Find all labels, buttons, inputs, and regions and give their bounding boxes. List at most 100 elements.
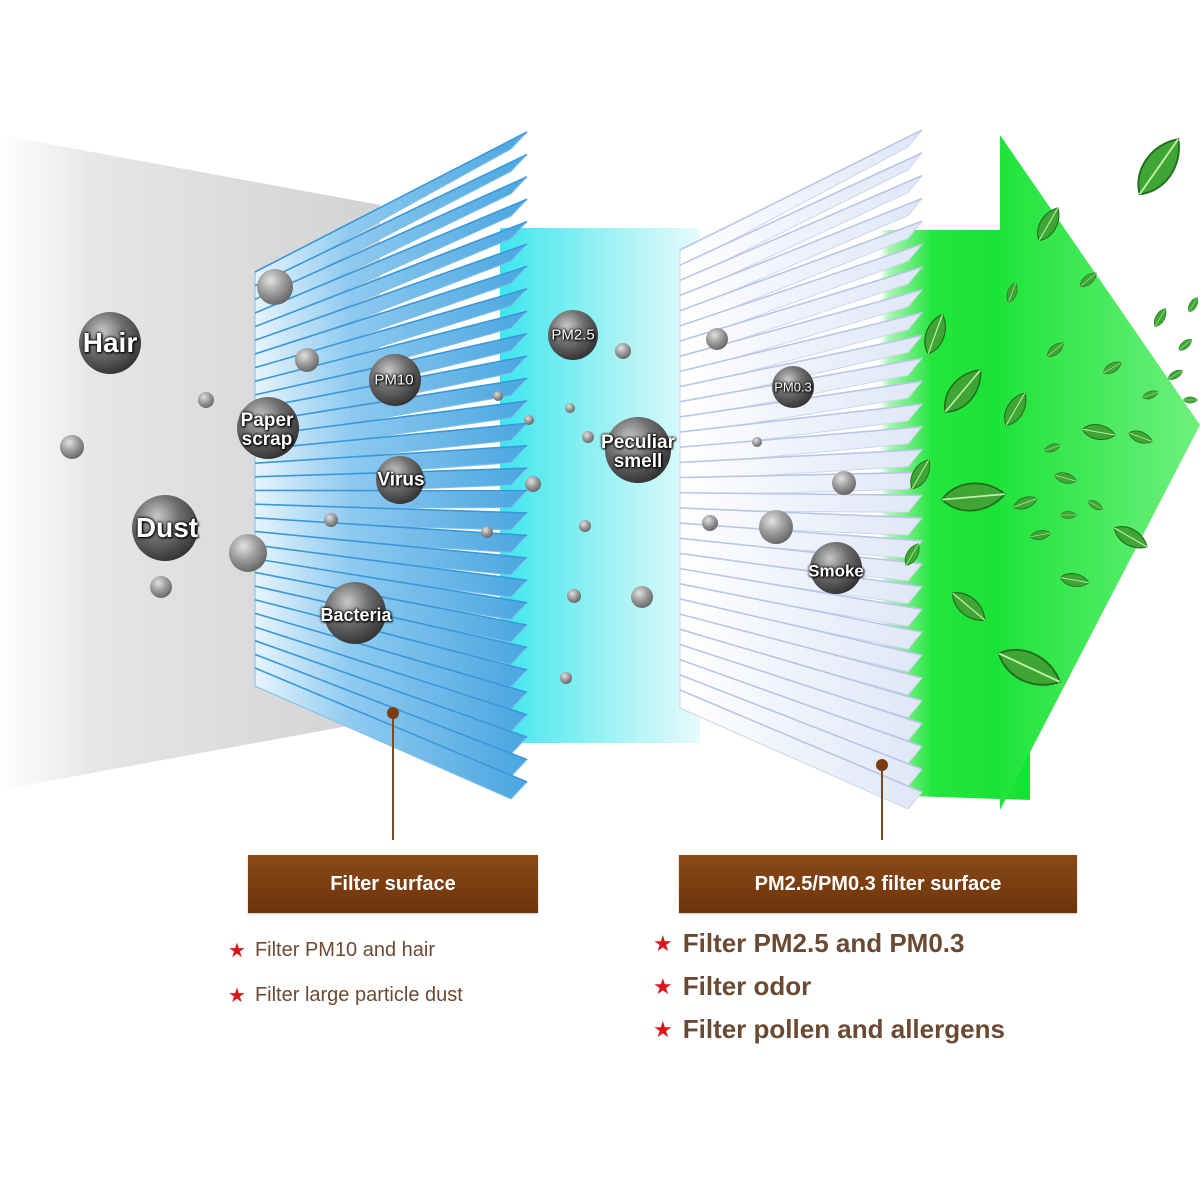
clean-air-arrow (1000, 135, 1200, 810)
leaf-icon (1059, 573, 1090, 587)
leaf-icon (1044, 443, 1061, 453)
leaf-icon (952, 592, 986, 621)
filter-pleat-edge (254, 503, 528, 514)
leaf-icon (924, 313, 946, 355)
filter-pleat-edge (679, 311, 923, 373)
leaf-icon (1037, 207, 1060, 242)
leaf-icon (1188, 297, 1199, 313)
small-particle (560, 672, 572, 684)
particle-paper-scrap (237, 397, 299, 459)
filter-pleat-edge (254, 639, 528, 738)
small-particle (759, 510, 793, 544)
leaf-icon (1047, 342, 1064, 357)
small-particle (324, 513, 338, 527)
filter-pleat-edge (679, 507, 923, 519)
star-icon: ★ (228, 940, 246, 962)
particle-pm0-3 (772, 366, 814, 408)
feature-text: Filter odor (682, 971, 812, 1001)
filter-pleat-edge (679, 471, 923, 479)
filter-pleat-edge (254, 153, 528, 287)
filter-pleat-edge (254, 544, 528, 582)
feature-item: ★ Filter odor (653, 965, 1005, 1008)
leaf-icon (1178, 339, 1193, 351)
leaf-icon (1081, 424, 1117, 440)
filter-pleat-edge (679, 598, 923, 656)
leaf-icon (1059, 511, 1078, 519)
leaf-icon (1154, 308, 1167, 327)
feature-item: ★ Filter large particle dust (228, 973, 463, 1018)
small-particles (60, 269, 856, 684)
filter-pleat-edge (679, 448, 923, 464)
connector-dot-pm-surface (876, 759, 888, 771)
filter-pleat-edge (254, 530, 528, 559)
leaf-icon (1006, 282, 1018, 303)
filter-pleat-edge (679, 425, 923, 449)
small-particle (229, 534, 267, 572)
white-pleated-filter (679, 129, 924, 810)
filter-pleat-edge (679, 537, 923, 565)
feature-text: Filter PM2.5 and PM0.3 (682, 928, 965, 958)
filter-pleat-edge (679, 403, 923, 433)
filter-pleat-edge (679, 628, 923, 702)
leaf-icon (1182, 396, 1198, 404)
filter-surface-label: Filter surface (248, 855, 538, 913)
filtration-illustration (0, 129, 1200, 840)
star-icon: ★ (228, 985, 246, 1007)
filter-pleat-edge (254, 598, 528, 671)
filter-surface-features: ★Filter PM10 and hair ★Filter large part… (228, 928, 463, 1018)
filter-pleat-edge (254, 557, 528, 604)
star-icon: ★ (653, 973, 673, 999)
small-particle (702, 515, 718, 531)
particle-dust (132, 495, 198, 561)
feature-text: Filter pollen and allergens (682, 1014, 1005, 1044)
leaf-icon (944, 369, 982, 413)
labeled-particles (79, 310, 862, 644)
leaf-icon (904, 543, 920, 566)
filter-pleat-edge (679, 567, 923, 611)
filter-pleat-edge (679, 674, 923, 770)
filter-pleat-edge (679, 583, 923, 633)
feature-text: Filter large particle dust (254, 984, 463, 1006)
particle-pm2-5 (548, 310, 598, 360)
small-particle (257, 269, 293, 305)
filter-pleat-edge (679, 243, 923, 327)
filter-pleat-edge (679, 174, 923, 282)
particle-virus (376, 456, 424, 504)
particle-bacteria (324, 582, 386, 644)
leaf-icon (940, 482, 1007, 512)
leaf-icon (1113, 526, 1148, 549)
leaf-icon (1013, 496, 1038, 510)
small-particle (631, 586, 653, 608)
small-particle (524, 415, 534, 425)
leaf-icon (1053, 472, 1078, 484)
small-particle (198, 392, 214, 408)
filter-pleat-edge (679, 129, 923, 251)
small-particle (565, 403, 575, 413)
leaf-icon (1142, 390, 1159, 400)
small-particle (295, 348, 319, 372)
filter-pleat-edge (254, 265, 528, 355)
star-icon: ★ (653, 930, 673, 956)
particle-pm10 (369, 354, 421, 406)
feature-item: ★Filter pollen and allergens (653, 1008, 1005, 1051)
leaf-icon (1004, 392, 1027, 427)
filter-pleat-edge (254, 667, 528, 783)
small-particle (567, 589, 581, 603)
filter-pleat-edge (254, 220, 528, 328)
particle-smoke (810, 542, 862, 594)
filter-pleat-edge (679, 643, 923, 725)
filter-pleat-edge (679, 613, 923, 679)
filter-pleat-edge (679, 658, 923, 748)
leaf-icon (1167, 369, 1183, 380)
filter-pleat-edge (679, 334, 923, 388)
filter-pleat-edge (254, 198, 528, 314)
feature-item: ★ Filter PM2.5 and PM0.3 (653, 922, 1005, 965)
filter-pleat-edge (679, 522, 923, 542)
small-particle (525, 476, 541, 492)
filter-pleat-edge (679, 152, 923, 266)
pm-filter-surface-label: PM2.5/PM0.3 filter surface (679, 855, 1077, 913)
small-particle (60, 435, 84, 459)
filter-pleat-edge (254, 422, 528, 451)
small-particle (481, 526, 493, 538)
